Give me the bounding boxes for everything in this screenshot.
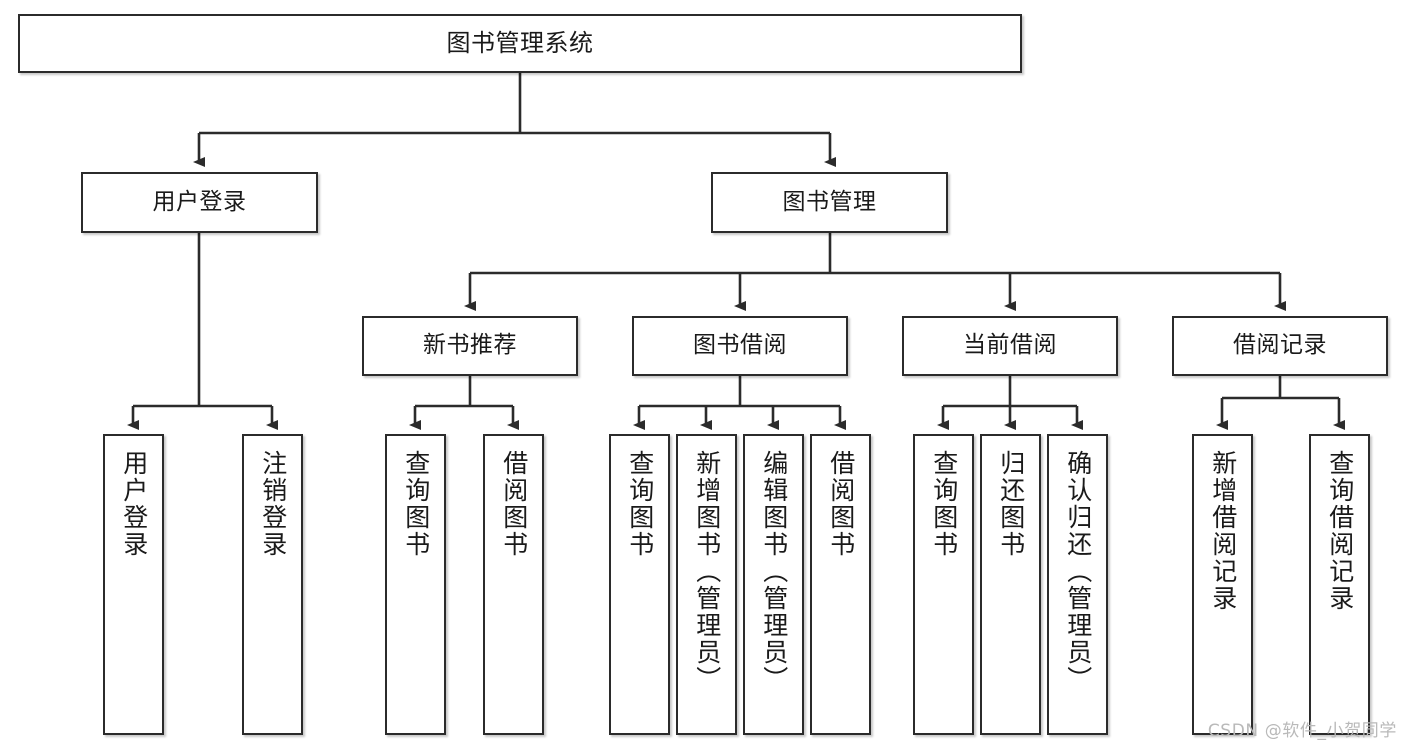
node-leaf-add-record[interactable]: 新增借阅记录: [1192, 434, 1253, 735]
node-root-label: 图书管理系统: [446, 29, 594, 58]
node-leaf-query-book-3[interactable]: 查询图书: [913, 434, 974, 735]
node-new-book-rec[interactable]: 新书推荐: [362, 316, 578, 376]
node-leaf-return-book-label: 归还图书: [996, 450, 1026, 558]
node-leaf-query-record-label: 查询借阅记录: [1325, 450, 1355, 612]
node-new-book-rec-label: 新书推荐: [423, 332, 517, 359]
node-root[interactable]: 图书管理系统: [18, 14, 1022, 73]
node-leaf-confirm-return[interactable]: 确认归还（管理员）: [1047, 434, 1108, 735]
node-leaf-user-login-label: 用户登录: [119, 450, 149, 558]
node-user-login[interactable]: 用户登录: [81, 172, 318, 233]
node-borrow-record[interactable]: 借阅记录: [1172, 316, 1388, 376]
node-current-borrow[interactable]: 当前借阅: [902, 316, 1118, 376]
node-leaf-add-book-label: 新增图书（管理员）: [692, 450, 722, 693]
node-leaf-query-book-1-label: 查询图书: [401, 450, 431, 558]
node-leaf-logout-label: 注销登录: [258, 450, 288, 558]
node-leaf-logout[interactable]: 注销登录: [242, 434, 303, 735]
node-user-login-label: 用户登录: [152, 188, 247, 215]
node-leaf-edit-book[interactable]: 编辑图书（管理员）: [743, 434, 804, 735]
csdn-watermark: CSDN @软件_小贺同学: [1207, 721, 1397, 741]
node-book-borrow-label: 图书借阅: [693, 332, 787, 359]
node-leaf-query-record[interactable]: 查询借阅记录: [1309, 434, 1370, 735]
node-leaf-query-book-2-label: 查询图书: [625, 450, 655, 558]
node-leaf-add-record-label: 新增借阅记录: [1208, 450, 1238, 612]
node-book-manage[interactable]: 图书管理: [711, 172, 948, 233]
node-leaf-add-book[interactable]: 新增图书（管理员）: [676, 434, 737, 735]
node-leaf-borrow-book-2-label: 借阅图书: [826, 450, 856, 558]
node-leaf-borrow-book-2[interactable]: 借阅图书: [810, 434, 871, 735]
node-current-borrow-label: 当前借阅: [963, 332, 1057, 359]
node-book-manage-label: 图书管理: [782, 188, 877, 215]
node-leaf-query-book-2[interactable]: 查询图书: [609, 434, 670, 735]
node-leaf-edit-book-label: 编辑图书（管理员）: [759, 450, 789, 693]
node-leaf-query-book-3-label: 查询图书: [929, 450, 959, 558]
node-leaf-borrow-book-1-label: 借阅图书: [499, 450, 529, 558]
node-leaf-query-book-1[interactable]: 查询图书: [385, 434, 446, 735]
node-leaf-confirm-return-label: 确认归还（管理员）: [1063, 450, 1093, 693]
node-leaf-user-login[interactable]: 用户登录: [103, 434, 164, 735]
node-borrow-record-label: 借阅记录: [1233, 332, 1327, 359]
node-leaf-return-book[interactable]: 归还图书: [980, 434, 1041, 735]
node-book-borrow[interactable]: 图书借阅: [632, 316, 848, 376]
node-leaf-borrow-book-1[interactable]: 借阅图书: [483, 434, 544, 735]
